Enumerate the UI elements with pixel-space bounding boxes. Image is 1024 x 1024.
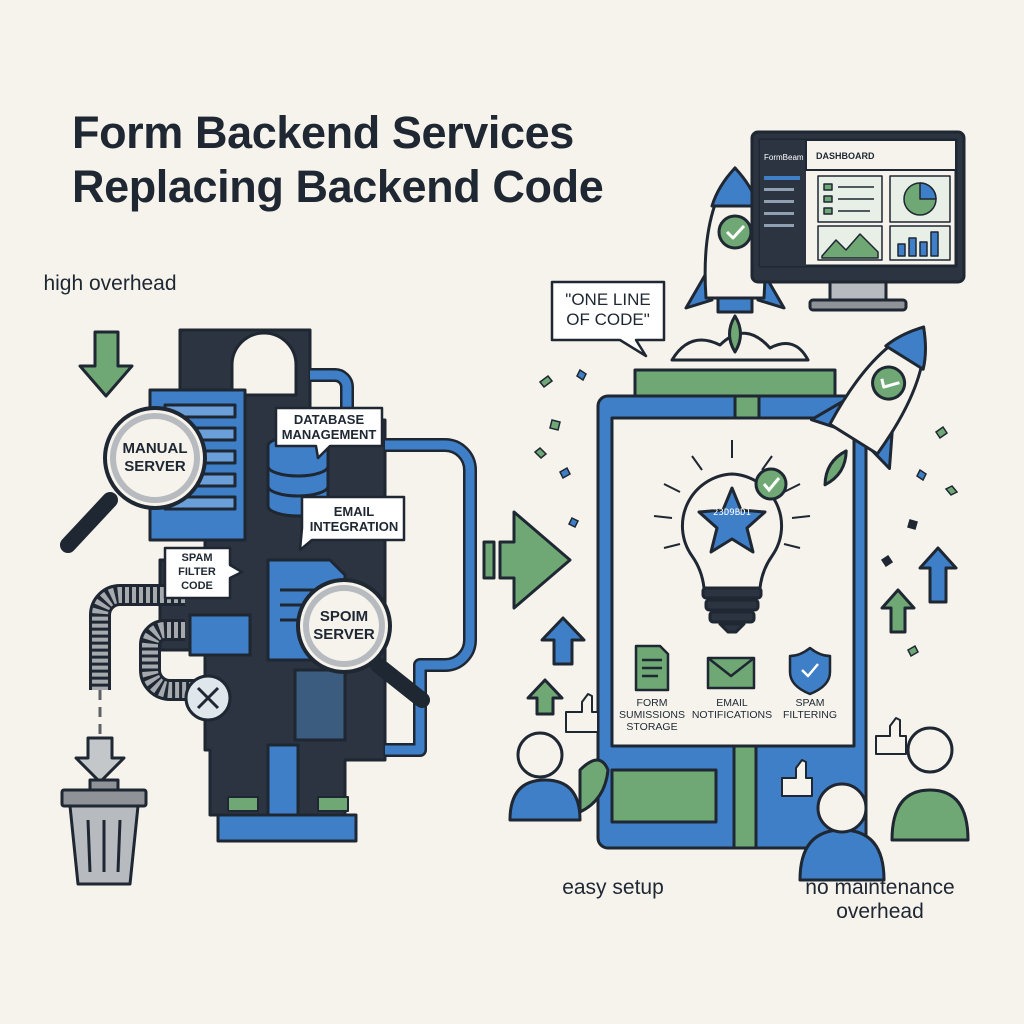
rocket-icon: [809, 325, 927, 487]
confetti: [533, 368, 959, 658]
title-line-2: Replacing Backend Code: [72, 161, 604, 212]
feature-email-label: EMAIL NOTIFICATIONS: [691, 697, 773, 721]
title-line-1: Form Backend Services: [72, 107, 574, 158]
page-title: Form Backend Services Replacing Backend …: [72, 106, 604, 214]
document-icon: [634, 644, 670, 692]
monitor-dashboard-title: DASHBOARD: [816, 151, 875, 161]
lightbulb-icon: [653, 440, 811, 634]
no-maintenance-label: no maintenance overhead: [805, 876, 955, 923]
happy-user-icon: [508, 693, 610, 822]
database-management-label: DATABASE MANAGEMENT: [281, 412, 377, 442]
email-integration-label: EMAIL INTEGRATION: [309, 504, 399, 534]
check-badge-icon: [754, 467, 788, 501]
spoim-server-label: SPOIM SERVER: [313, 608, 375, 643]
trash-icon: [60, 778, 148, 886]
spam-filter-code-label: SPAM FILTER CODE: [178, 552, 216, 592]
happy-user-icon: [781, 717, 970, 882]
transition-arrow-icon: [482, 510, 572, 610]
feature-spam-label: SPAM FILTERING: [782, 697, 838, 721]
shield-check-icon: [788, 646, 832, 696]
overhead-down-arrow-icon: [78, 330, 134, 398]
feature-storage-label: FORM SUMISSIONS STORAGE: [619, 697, 685, 733]
high-overhead-label: high overhead: [43, 272, 177, 295]
manual-server-label: MANUAL SERVER: [122, 440, 188, 475]
rocket-icon: [684, 166, 786, 354]
bulb-code-label: 23D9BD1: [713, 508, 751, 518]
dashboard-monitor: [750, 130, 966, 312]
down-arrow-icon: [74, 736, 126, 784]
monitor-brand: FormBeam: [764, 153, 804, 162]
blocked-icon: [184, 674, 232, 722]
envelope-icon: [706, 656, 756, 690]
easy-setup-label: easy setup: [562, 876, 664, 899]
magnifier-icon: [60, 406, 207, 553]
speech-bubble: [163, 406, 406, 600]
one-line-of-code-quote: "ONE LINE OF CODE": [565, 290, 651, 329]
magnifier-icon: [296, 578, 430, 708]
quote-bubble: [550, 280, 666, 358]
up-arrow-icon: [526, 546, 958, 716]
